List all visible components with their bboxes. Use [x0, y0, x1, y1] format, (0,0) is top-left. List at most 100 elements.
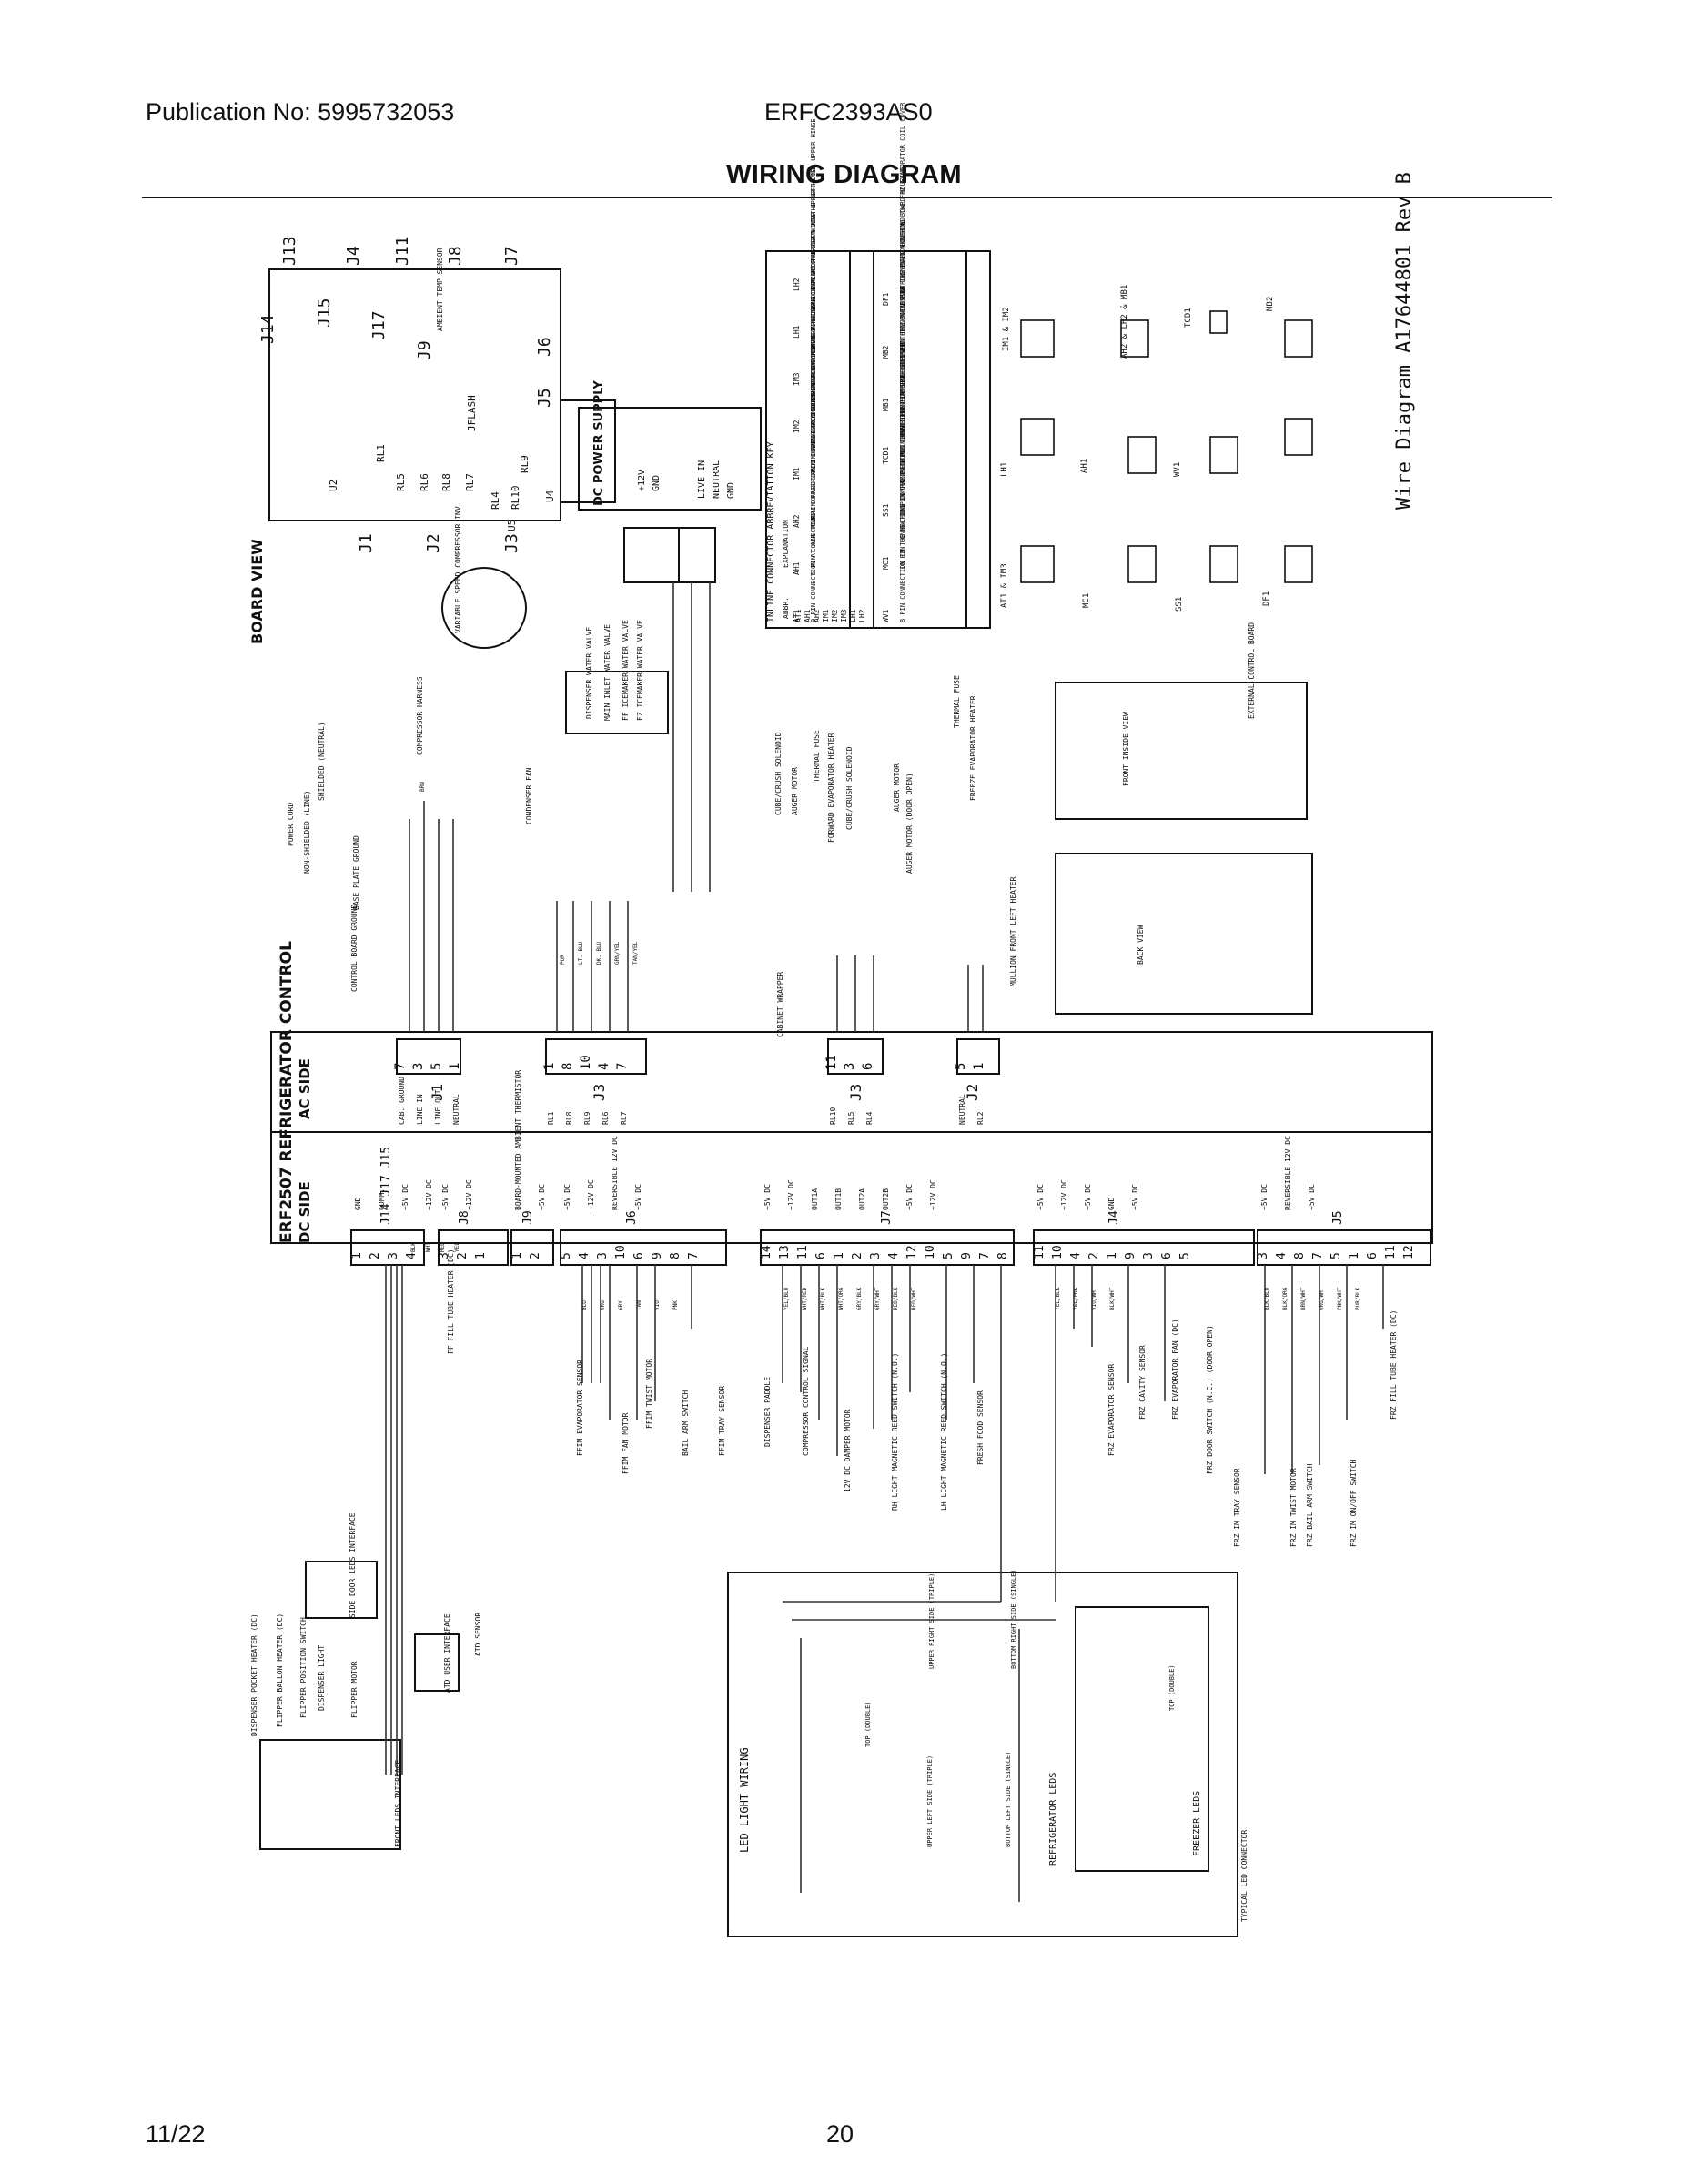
wire-color-label: YEL/BLK	[1055, 1287, 1061, 1310]
power-live-pin: GND	[726, 482, 736, 499]
led-section-box	[727, 1572, 1238, 1937]
component-label: 12V DC DAMPER MOTOR	[844, 1409, 852, 1492]
dc-pin: 3	[596, 1252, 610, 1259]
ac-pin: 10	[579, 1055, 593, 1070]
ac-pin: 6	[861, 1063, 875, 1070]
ac-label: RL2	[976, 1111, 985, 1125]
led-section-title: LED LIGHT WIRING	[738, 1747, 751, 1853]
component-label: FFIM FAN MOTOR	[622, 1412, 630, 1474]
abbr-col-header: ABBR.	[782, 597, 790, 619]
abbr-left-text: 4 PIN CONNECTION IN FRESH FOOD ICEMAKER …	[810, 331, 817, 528]
abbr-left-code: IM1	[822, 609, 830, 622]
ac-side-label: AC SIDE	[297, 1058, 313, 1119]
dc-pin: 1	[1348, 1252, 1361, 1259]
board-jack-j5: J5	[535, 388, 554, 408]
component-label: FRESH FOOD SENSOR	[976, 1390, 985, 1465]
wire-color-label: GRN/YEL	[614, 941, 621, 965]
ac-jack-j1: J1	[429, 1084, 446, 1101]
dc-label: +12V DC	[787, 1179, 795, 1210]
j5-box	[1257, 1229, 1431, 1266]
dc-jack: J8	[458, 1210, 471, 1225]
j7-box	[760, 1229, 1015, 1266]
dc-pin: 14	[760, 1245, 773, 1259]
wire-color-label: ORG/WHT	[1319, 1287, 1325, 1310]
wire-color-label: RED/WHT	[911, 1287, 917, 1310]
front-inside-view	[1055, 682, 1308, 820]
dc-label: GND	[1107, 1197, 1116, 1210]
dc-side-label: DC SIDE	[297, 1181, 313, 1243]
ac-label: LINE OUT	[434, 1089, 442, 1125]
connector-view: IM1 & IM2	[1002, 307, 1011, 351]
abbr-right-mb1: MB1	[882, 398, 890, 411]
cabinet-view-label: EXTERNAL CONTROL BOARD	[1248, 622, 1256, 719]
page-number: 20	[826, 2120, 854, 2148]
component-label: FRZ EVAPORATOR SENSOR	[1107, 1364, 1116, 1456]
abbr-left-text: 8 PIN CONNECTION AT THE LEFT DOOR UPPER …	[810, 166, 817, 339]
led-light-label: BOTTOM RIGHT SIDE (SINGLE)	[1010, 1569, 1017, 1669]
wire-color-label: YEL/PNK	[1073, 1287, 1079, 1310]
dc-label: OUT1A	[811, 1188, 819, 1210]
board-jack-j7: J7	[502, 246, 521, 266]
dc-jack: J6	[625, 1210, 639, 1225]
refrigerator-leds-label: REFRIGERATOR LEDS	[1048, 1773, 1058, 1866]
dc-label: +5V DC	[634, 1184, 642, 1210]
component-label: CUBE/CRUSH SOLENOID	[845, 746, 854, 830]
j1-box	[396, 1038, 461, 1075]
dc-pin: 1	[474, 1252, 488, 1259]
component-label: CONDENSER FAN	[525, 767, 533, 824]
dc-pin: 11	[1033, 1245, 1046, 1259]
board-label: RL1	[375, 444, 387, 462]
board-label: AMBIENT TEMP SENSOR	[436, 248, 444, 331]
wire-color-label: ORG	[600, 1300, 606, 1310]
wire-color-label: BLK/BLU	[1264, 1287, 1270, 1310]
wire-color-label: VIO/WHT	[1091, 1287, 1097, 1310]
dc-label: OUT1B	[834, 1188, 843, 1210]
dc-pin: 12	[1402, 1245, 1416, 1259]
dc-jack: J7	[880, 1210, 894, 1225]
dc-label: +5V DC	[763, 1184, 772, 1210]
board-view-label: BOARD VIEW	[248, 539, 266, 644]
wire-color-label: YEL	[454, 1242, 460, 1252]
dc-pin: 7	[1311, 1252, 1325, 1259]
dc-label: +5V DC	[1308, 1184, 1316, 1210]
wire-color-label: BLU	[581, 1300, 588, 1310]
abbr-left-code: LH1	[849, 609, 857, 622]
ac-pin: 5	[954, 1063, 968, 1070]
ac-label: RL5	[847, 1111, 855, 1125]
abbr-left-ah1: AH1	[793, 561, 801, 575]
dc-pin: 4	[1069, 1252, 1083, 1259]
dc-pin: 4	[887, 1252, 901, 1259]
board-label: RL10	[510, 486, 521, 511]
component-label: CUBE/CRUSH SOLENOID	[774, 732, 783, 815]
component-label: ATD USER INTERFACE	[443, 1613, 451, 1693]
abbr-left-text: 5 PIN CONNECTION IN FRESH FOOD ICEMAKER …	[810, 379, 817, 575]
atd-interface-box	[414, 1633, 460, 1692]
ac-pin: 3	[411, 1063, 426, 1070]
component-label: THERMAL FUSE	[953, 675, 961, 728]
connector-view: MB2	[1266, 297, 1275, 311]
dc-label: +5V DC	[1131, 1184, 1139, 1210]
wire-color-label: WHT/RED	[802, 1287, 808, 1310]
ac-pin: 1	[448, 1063, 462, 1070]
dc-pin: 1	[510, 1252, 524, 1259]
abbr-left-at1: AT1	[793, 609, 801, 622]
expl-col-header: EXPLANATION	[782, 520, 790, 568]
dc-label: OUT2A	[858, 1188, 866, 1210]
component-label: FRZ IM TRAY SENSOR	[1233, 1468, 1241, 1547]
power-live-pin: LIVE IN	[697, 460, 707, 499]
component-label: VARIABLE SPEED COMPRESSOR INV.	[454, 502, 462, 634]
dc-jack: J9	[521, 1210, 535, 1225]
component-label: RH LIGHT MAGNETIC REED SWITCH (N.O.)	[891, 1353, 899, 1511]
dc-label: +12V DC	[465, 1179, 473, 1210]
dc-pin: 6	[1160, 1252, 1174, 1259]
component-label: DISPENSER PADDLE	[763, 1377, 772, 1447]
abbr-right-tcd1: TCD1	[882, 447, 890, 464]
ac-pin: 3	[843, 1063, 857, 1070]
component-label: COMPRESSOR HARNESS	[416, 676, 424, 755]
dc-pin: 5	[560, 1252, 573, 1259]
control-board-box	[270, 1031, 1433, 1244]
component-label: AUGER MOTOR (DOOR OPEN)	[905, 773, 914, 874]
